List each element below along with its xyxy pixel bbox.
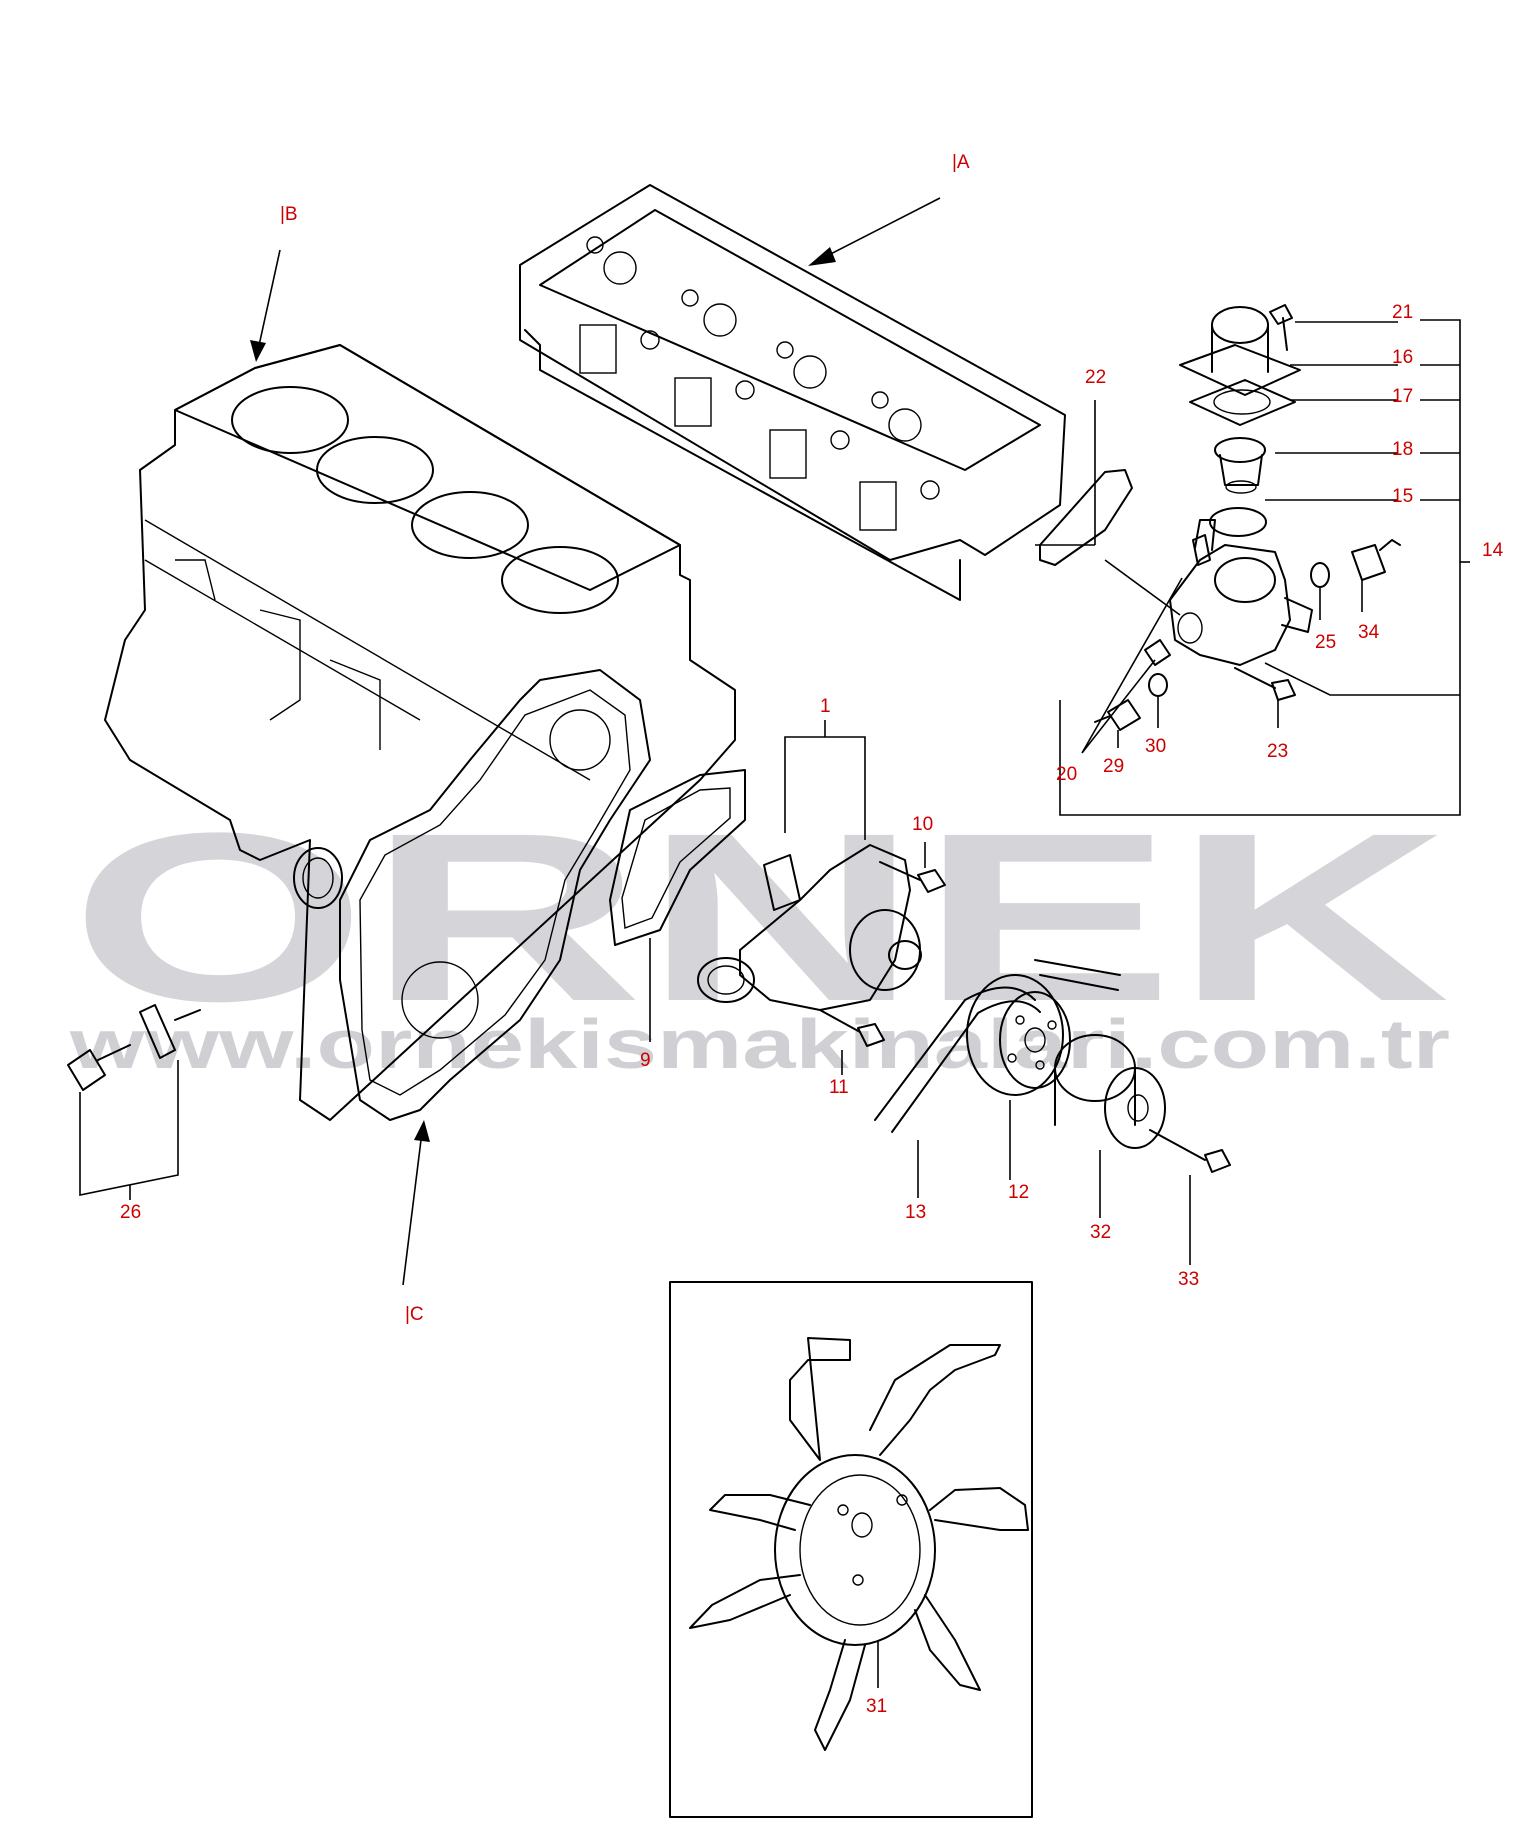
label-17: 17 (1392, 386, 1413, 407)
arrowhead-c (414, 1120, 430, 1142)
fan-pulley-12 (966, 974, 1071, 1096)
water-pump (697, 844, 922, 1011)
label-20: 20 (1056, 764, 1077, 785)
label-21: 21 (1392, 302, 1413, 323)
label-16: 16 (1392, 347, 1413, 368)
label-23: 23 (1267, 741, 1288, 762)
label-c: |C (405, 1304, 424, 1325)
gasket-17 (1189, 379, 1296, 426)
thermostat-housing (1169, 519, 1313, 666)
timing-cover (293, 669, 651, 1121)
label-31: 31 (866, 1696, 887, 1717)
watermark-brand: ORNEK (70, 783, 1450, 1051)
label-32: 32 (1090, 1222, 1111, 1243)
label-18: 18 (1392, 439, 1413, 460)
bolt-33 (1149, 1129, 1231, 1173)
cooling-fan-31 (689, 1337, 1029, 1751)
label-14: 14 (1482, 540, 1504, 561)
thermostat-cover-16 (1179, 306, 1301, 396)
arrowhead-b (250, 340, 266, 362)
label-34: 34 (1358, 622, 1380, 643)
label-b: |B (280, 204, 298, 225)
label-26: 26 (120, 1202, 141, 1223)
watermark: ORNEK www.ornekismakinalari.com.tr (69, 783, 1450, 1083)
bolt-23 (1234, 667, 1296, 701)
sensor-29 (1094, 699, 1141, 731)
adapter-20 (1144, 534, 1211, 666)
drain-plug-26 (67, 1004, 201, 1091)
label-11: 11 (829, 1077, 849, 1098)
label-29: 29 (1103, 756, 1124, 777)
bolt-11 (819, 1009, 885, 1047)
leader-a (814, 197, 941, 263)
washer-30 (1148, 673, 1168, 697)
cylinder-head (519, 184, 1066, 601)
fan-detail-frame (669, 1281, 1033, 1818)
v-belt-13 (874, 959, 1121, 1133)
cylinder-block (104, 344, 736, 1121)
label-25: 25 (1315, 632, 1336, 653)
gasket-22 (1039, 469, 1133, 566)
washer-25 (1310, 562, 1330, 588)
thermostat-18 (1214, 437, 1266, 494)
label-10: 10 (912, 814, 933, 835)
gasket-9 (609, 769, 746, 946)
label-9: 9 (640, 1050, 651, 1071)
bolt-10 (879, 861, 946, 893)
label-a: |A (952, 152, 970, 173)
spacer-32 (1054, 1034, 1166, 1149)
label-15: 15 (1392, 486, 1413, 507)
label-12: 12 (1008, 1182, 1029, 1203)
callout-labels: |A |B |C 1 9 10 11 12 13 14 15 16 17 18 … (120, 152, 1504, 1717)
label-30: 30 (1145, 736, 1166, 757)
watermark-url: www.ornekismakinalari.com.tr (69, 1005, 1450, 1083)
o-ring-15 (1209, 507, 1267, 537)
arrowhead-a (808, 247, 836, 266)
bolt-21 (1269, 304, 1293, 351)
label-22: 22 (1085, 367, 1106, 388)
leader-b (257, 249, 281, 351)
label-13: 13 (905, 1202, 926, 1223)
label-33: 33 (1178, 1269, 1199, 1290)
sensor-34 (1351, 539, 1401, 581)
label-1: 1 (820, 696, 831, 717)
leader-c (402, 1131, 423, 1286)
